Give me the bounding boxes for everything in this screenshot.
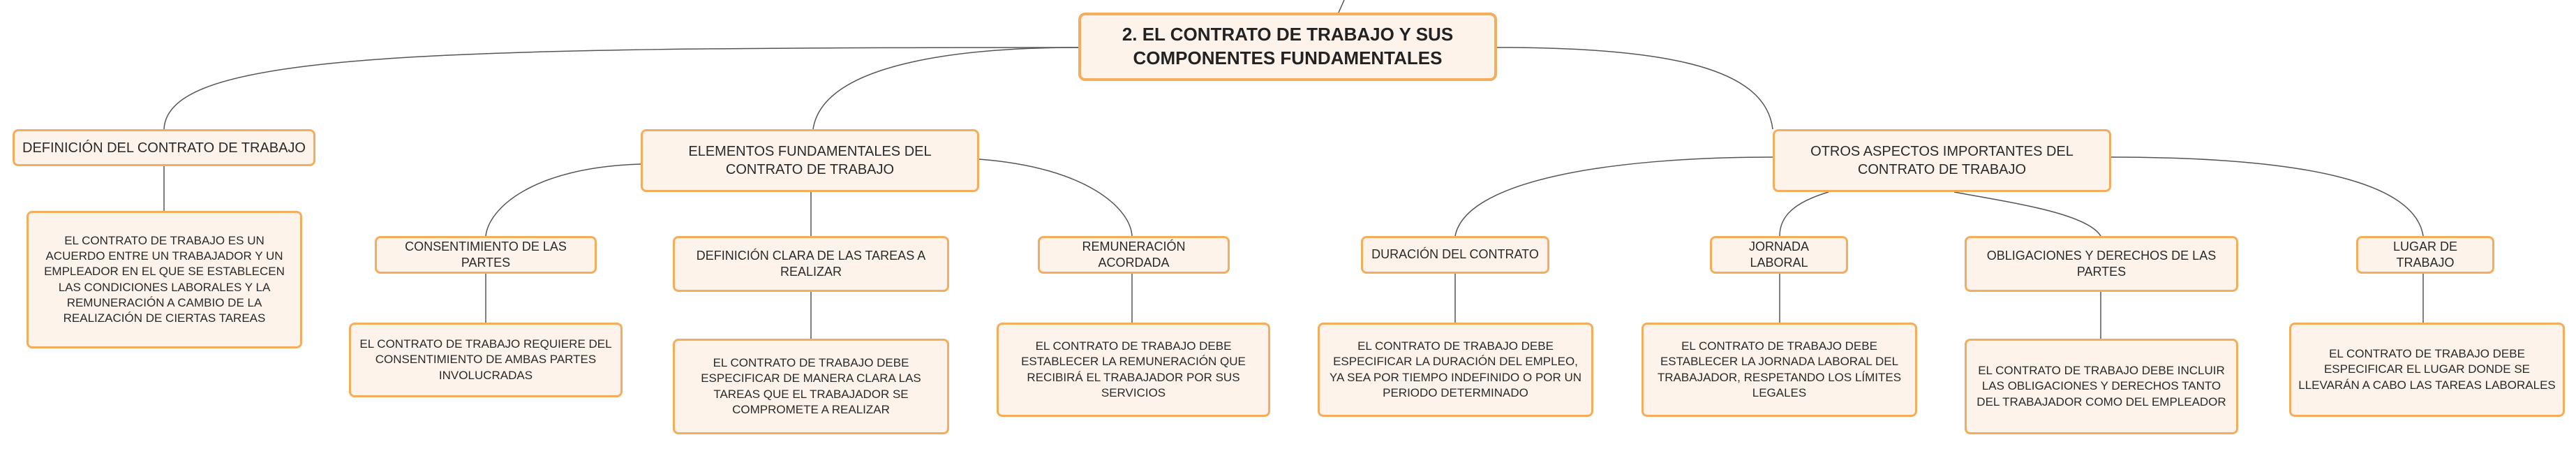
detail-tasks[interactable]: EL CONTRATO DE TRABAJO DEBE ESPECIFICAR … bbox=[673, 339, 949, 434]
subtopic-tasks[interactable]: DEFINICIÓN CLARA DE LAS TAREAS A REALIZA… bbox=[673, 236, 949, 292]
root-topic[interactable]: 2. EL CONTRATO DE TRABAJO Y SUS COMPONEN… bbox=[1078, 13, 1497, 81]
connector-root-to-elements bbox=[812, 47, 1079, 130]
connector-elements-to-pay bbox=[978, 159, 1133, 237]
detail-hours[interactable]: EL CONTRATO DE TRABAJO DEBE ESTABLECER L… bbox=[1641, 323, 1917, 417]
subtopic-hours[interactable]: JORNADA LABORAL bbox=[1710, 236, 1848, 274]
subtopic-pay-label: REMUNERACIÓN ACORDADA bbox=[1082, 239, 1186, 270]
subtopic-obligations-label: OBLIGACIONES Y DERECHOS DE LAS PARTES bbox=[1986, 248, 2217, 279]
connector-others-to-hours bbox=[1779, 191, 1829, 237]
detail-pay[interactable]: EL CONTRATO DE TRABAJO DEBE ESTABLECER L… bbox=[997, 323, 1270, 417]
subtopic-pay[interactable]: REMUNERACIÓN ACORDADA bbox=[1038, 236, 1230, 274]
subtopic-place-label: LUGAR DE TRABAJO bbox=[2392, 239, 2458, 270]
detail-obligations[interactable]: EL CONTRATO DE TRABAJO DEBE INCLUIR LAS … bbox=[1965, 339, 2238, 434]
topic-elements-label: ELEMENTOS FUNDAMENTALES DEL CONTRATO DE … bbox=[688, 144, 932, 177]
connector-others-to-duration bbox=[1454, 156, 1773, 237]
detail-definition-text: EL CONTRATO DE TRABAJO ES UN ACUERDO ENT… bbox=[44, 234, 285, 325]
connector-root-to-others bbox=[1496, 47, 1773, 130]
detail-definition[interactable]: EL CONTRATO DE TRABAJO ES UN ACUERDO ENT… bbox=[27, 211, 302, 348]
subtopic-hours-label: JORNADA LABORAL bbox=[1748, 239, 1809, 270]
subtopic-duration-label: DURACIÓN DEL CONTRATO bbox=[1371, 247, 1539, 262]
connector-elements-to-consent bbox=[485, 163, 641, 237]
subtopic-tasks-label: DEFINICIÓN CLARA DE LAS TAREAS A REALIZA… bbox=[696, 248, 926, 279]
topic-definition-label: DEFINICIÓN DEL CONTRATO DE TRABAJO bbox=[22, 140, 306, 156]
topic-definition[interactable]: DEFINICIÓN DEL CONTRATO DE TRABAJO bbox=[13, 129, 315, 166]
detail-place-text: EL CONTRATO DE TRABAJO DEBE ESPECIFICAR … bbox=[2298, 347, 2556, 392]
detail-duration[interactable]: EL CONTRATO DE TRABAJO DEBE ESPECIFICAR … bbox=[1318, 323, 1593, 417]
detail-hours-text: EL CONTRATO DE TRABAJO DEBE ESTABLECER L… bbox=[1657, 339, 1902, 399]
connector-others-to-obligations bbox=[1953, 191, 2101, 237]
root-topic-title: 2. EL CONTRATO DE TRABAJO Y SUS COMPONEN… bbox=[1122, 24, 1454, 68]
subtopic-obligations[interactable]: OBLIGACIONES Y DERECHOS DE LAS PARTES bbox=[1965, 236, 2238, 292]
connector-root-to-definition bbox=[163, 47, 1079, 130]
detail-place[interactable]: EL CONTRATO DE TRABAJO DEBE ESPECIFICAR … bbox=[2289, 323, 2565, 417]
detail-consent[interactable]: EL CONTRATO DE TRABAJO REQUIERE DEL CONS… bbox=[349, 323, 623, 397]
connector-root-stub bbox=[1338, 0, 1345, 13]
detail-obligations-text: EL CONTRATO DE TRABAJO DEBE INCLUIR LAS … bbox=[1976, 364, 2226, 408]
topic-others-label: OTROS ASPECTOS IMPORTANTES DEL CONTRATO … bbox=[1810, 144, 2074, 177]
detail-pay-text: EL CONTRATO DE TRABAJO DEBE ESTABLECER L… bbox=[1021, 339, 1246, 399]
connector-others-to-place bbox=[2110, 156, 2424, 237]
subtopic-duration[interactable]: DURACIÓN DEL CONTRATO bbox=[1361, 236, 1549, 274]
detail-consent-text: EL CONTRATO DE TRABAJO REQUIERE DEL CONS… bbox=[359, 337, 612, 382]
topic-others[interactable]: OTROS ASPECTOS IMPORTANTES DEL CONTRATO … bbox=[1773, 129, 2111, 192]
detail-duration-text: EL CONTRATO DE TRABAJO DEBE ESPECIFICAR … bbox=[1329, 339, 1582, 399]
subtopic-consent-label: CONSENTIMIENTO DE LAS PARTES bbox=[405, 239, 567, 270]
subtopic-place[interactable]: LUGAR DE TRABAJO bbox=[2356, 236, 2494, 274]
subtopic-consent[interactable]: CONSENTIMIENTO DE LAS PARTES bbox=[375, 236, 597, 274]
detail-tasks-text: EL CONTRATO DE TRABAJO DEBE ESPECIFICAR … bbox=[701, 356, 921, 416]
topic-elements[interactable]: ELEMENTOS FUNDAMENTALES DEL CONTRATO DE … bbox=[641, 129, 979, 192]
